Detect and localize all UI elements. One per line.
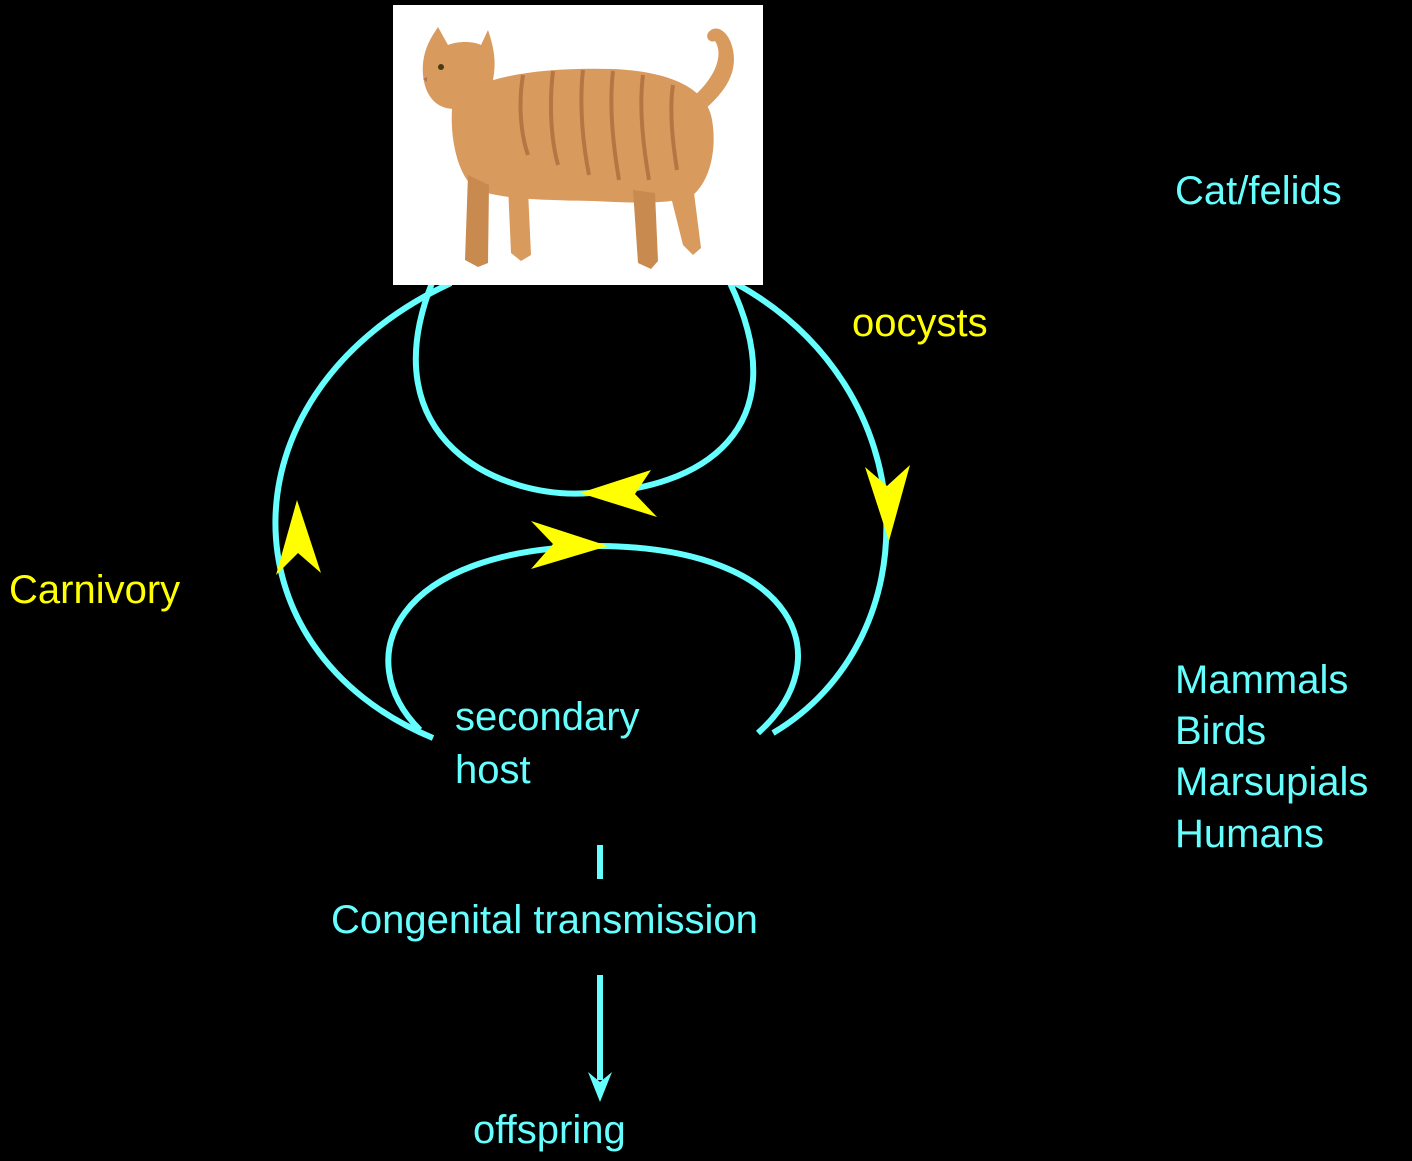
congenital-transmission-label: Congenital transmission xyxy=(331,894,758,946)
definitive-host-label: Cat/felids xyxy=(1175,165,1342,217)
oocysts-label: oocysts xyxy=(852,297,988,349)
oocysts-arc xyxy=(735,283,886,733)
offspring-label: offspring xyxy=(473,1104,626,1156)
cat-photo xyxy=(393,5,763,285)
oocysts-arrowhead xyxy=(865,465,910,541)
cat-icon xyxy=(423,27,734,269)
carnivory-arc xyxy=(275,283,451,738)
inner-arch-arrowhead xyxy=(531,521,608,569)
host-list-item: Humans xyxy=(1175,809,1368,860)
carnivory-label: Carnivory xyxy=(9,564,180,616)
host-list-item: Marsupials xyxy=(1175,757,1368,808)
secondary-host-label-line1: secondary xyxy=(455,691,640,743)
host-list-item: Mammals xyxy=(1175,655,1368,706)
inner-upper-loop xyxy=(416,283,753,494)
inner-loop-arrowhead xyxy=(580,470,657,517)
secondary-host-list: Mammals Birds Marsupials Humans xyxy=(1175,655,1368,860)
carnivory-arrowhead xyxy=(276,500,321,575)
host-list-item: Birds xyxy=(1175,706,1368,757)
secondary-host-label-line2: host xyxy=(455,744,531,796)
